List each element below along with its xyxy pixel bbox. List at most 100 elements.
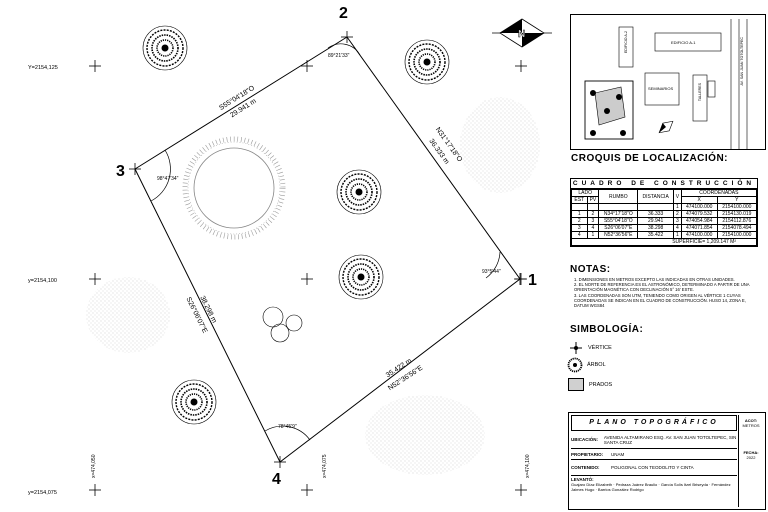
cell: [571, 203, 588, 211]
croquis-building-label: EDIFICIO A-2: [624, 31, 628, 53]
angle-label: 78°45'9": [278, 424, 297, 430]
cell: 3: [586, 217, 600, 225]
row-key: LEVANTÓ:: [571, 477, 594, 482]
vertex-label: 4: [272, 471, 281, 488]
croquis-building-label: SEMINARIOS: [648, 86, 674, 91]
grid-label-y: Y=2154,125: [28, 65, 58, 71]
title-block-title: PLANO TOPOGRÁFICO: [571, 415, 737, 431]
info-panel: EDIFICIO A-2 EDIFICIO A-1 SEMINARIOS TAL…: [566, 0, 768, 512]
row-key: UBICACIÓN:: [571, 437, 598, 442]
vertex-label: 1: [528, 272, 537, 289]
cell: 1: [673, 231, 682, 239]
prado-area: [86, 277, 170, 353]
cell: 2154100.000: [716, 231, 758, 239]
cell: 35.422: [637, 231, 675, 239]
legend-label: ÁRBOL: [587, 362, 606, 368]
row-key: CONTENIDO:: [571, 465, 600, 470]
angle-label: 98°47'34": [157, 176, 179, 182]
cell: 2: [586, 210, 600, 218]
grid-label-y: y=2154,100: [28, 278, 57, 284]
cell: [637, 203, 675, 211]
cell: 4: [673, 224, 682, 232]
cell: 474100.000: [680, 203, 718, 211]
angle-label: 89°21'33": [328, 53, 350, 59]
vertex-marker: [273, 455, 287, 469]
tree-icon: [567, 357, 583, 373]
legend-vertice: VÉRTICE: [568, 341, 612, 355]
croquis-map: EDIFICIO A-2 EDIFICIO A-1 SEMINARIOS TAL…: [570, 14, 766, 150]
superficie: SUPERFICIE= 1,209.147 M²: [571, 238, 757, 246]
cell: 2154112.876: [716, 217, 758, 225]
simbologia-title: SIMBOLOGÍA:: [570, 324, 644, 335]
header-rumbo: RUMBO: [598, 189, 639, 204]
cell: 29.941: [637, 217, 675, 225]
header-v: V: [673, 189, 682, 204]
angle-label: 93°5'44": [482, 269, 501, 275]
angle-arc: [264, 425, 311, 441]
grid-label-x: x=474,075: [322, 454, 328, 478]
croquis-street-label: AV. SAN JUAN TOTOLTEPEC: [740, 37, 744, 86]
cell: 474071.854: [680, 224, 718, 232]
header-coordenadas: COORDENADAS: [680, 189, 758, 197]
row-key: PROPIETARIO:: [571, 451, 604, 457]
shrub-symbol: [262, 306, 303, 343]
nota-item: 2. EL NORTE DE REFERENCIA ES EL ASTRONÓM…: [574, 282, 750, 293]
tree-symbol: [338, 254, 384, 300]
nota-item: 3. LAS COORDENADAS SON UTM, TENIENDO COM…: [574, 292, 746, 309]
title-block-side: ACOT: METROS FECHA: 2022: [738, 415, 763, 507]
tree-symbol: [142, 25, 188, 71]
vertex-label: 2: [339, 5, 348, 22]
cell: 474054.984: [680, 217, 718, 225]
cell: 474100.000: [680, 231, 718, 239]
cell: [598, 203, 639, 211]
cell: 2: [571, 217, 588, 225]
header-pv: PV: [586, 196, 600, 204]
tree-symbol: [336, 169, 382, 215]
title-block-row: LEVANTÓ: Guajaro Díaz Elizabeth · Pedraz…: [571, 477, 737, 492]
svg-text:N: N: [518, 29, 525, 40]
legend-prados: PRADOS: [568, 378, 612, 391]
cell: 38.298: [637, 224, 675, 232]
cell: S55°04'18"O: [598, 217, 639, 225]
title-block-row: UBICACIÓN: AVENIDA ALTAMIRANO ESQ. AV. S…: [571, 431, 737, 449]
cell: N34°17'18"O: [598, 210, 639, 218]
nota-item: 1. DIMENSIONES EN METROS EXCEPTO LAS IND…: [574, 277, 735, 282]
cell: 2: [673, 210, 682, 218]
angle-arc: [327, 43, 361, 56]
cell: 474079.532: [680, 210, 718, 218]
grid-label-x: x=474,050: [91, 454, 97, 478]
title-block-row: CONTENIDO: POLIGONAL CON TEODOLITO Y CIN…: [571, 460, 737, 476]
polygon-boundary: [134, 36, 521, 463]
side-value: METROS: [742, 423, 760, 428]
cell: N52°36'56"E: [598, 231, 639, 239]
legend-label: PRADOS: [589, 381, 613, 388]
prado-area: [365, 395, 485, 475]
side-value: 2022: [746, 455, 756, 460]
construction-table-title: CUADRO DE CONSTRUCCIÓN: [571, 180, 757, 189]
cell: 4: [571, 231, 588, 239]
prado-area: [460, 97, 540, 193]
side-key: ACOT:: [744, 418, 758, 423]
construction-table-grid: LADO RUMBO DISTANCIA V COORDENADAS EST P…: [570, 189, 758, 246]
header-x: X: [680, 196, 718, 204]
cell: 2154130.019: [716, 210, 758, 218]
large-tree-canopy: [182, 136, 286, 240]
legend-label: VÉRTICE: [588, 345, 612, 351]
cell: 1: [586, 231, 600, 239]
vertex-icon: [570, 342, 582, 354]
header-y: Y: [716, 196, 758, 204]
cell: 2154078.494: [716, 224, 758, 232]
croquis-building-label: TALLERES: [698, 83, 702, 102]
row-value: Guajaro Díaz Elizabeth · Pedraza Juárez …: [571, 482, 731, 492]
row-value: AVENIDA ALTAMIRANO ESQ. AV. SAN JUAN TOT…: [603, 434, 737, 445]
tree-symbol: [171, 379, 217, 425]
header-distancia: DISTANCIA: [637, 189, 675, 204]
croquis-title: CROQUIS DE LOCALIZACIÓN:: [571, 153, 728, 164]
cell: 3: [673, 217, 682, 225]
header-est: EST: [571, 196, 588, 204]
